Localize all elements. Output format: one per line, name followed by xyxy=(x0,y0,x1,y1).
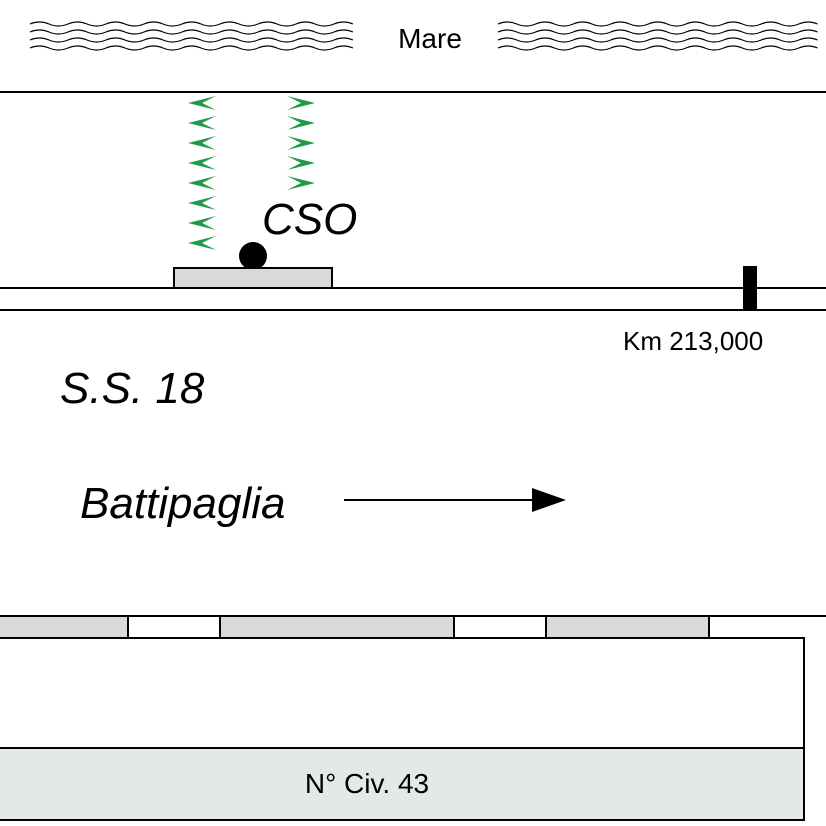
building xyxy=(0,747,805,821)
wave-icon xyxy=(29,21,354,51)
wave-icon xyxy=(497,21,819,51)
dot-icon xyxy=(239,242,267,270)
km-marker xyxy=(743,266,757,310)
cso-label: CSO xyxy=(262,195,357,244)
cso-platform xyxy=(173,267,333,289)
sidewalk-segment xyxy=(219,615,455,639)
tree-row-icon xyxy=(188,96,216,250)
tree-row-icon xyxy=(287,96,315,190)
sea-label: Mare xyxy=(398,23,462,54)
road-name: S.S. 18 xyxy=(60,364,205,413)
direction-label: Battipaglia xyxy=(80,479,285,528)
property-outline xyxy=(0,637,805,748)
km-label: Km 213,000 xyxy=(623,326,763,356)
arrow-right-icon xyxy=(344,488,566,512)
sidewalk-segment xyxy=(545,615,710,639)
sidewalk-segment xyxy=(0,615,129,639)
building-label: N° Civ. 43 xyxy=(305,768,429,799)
